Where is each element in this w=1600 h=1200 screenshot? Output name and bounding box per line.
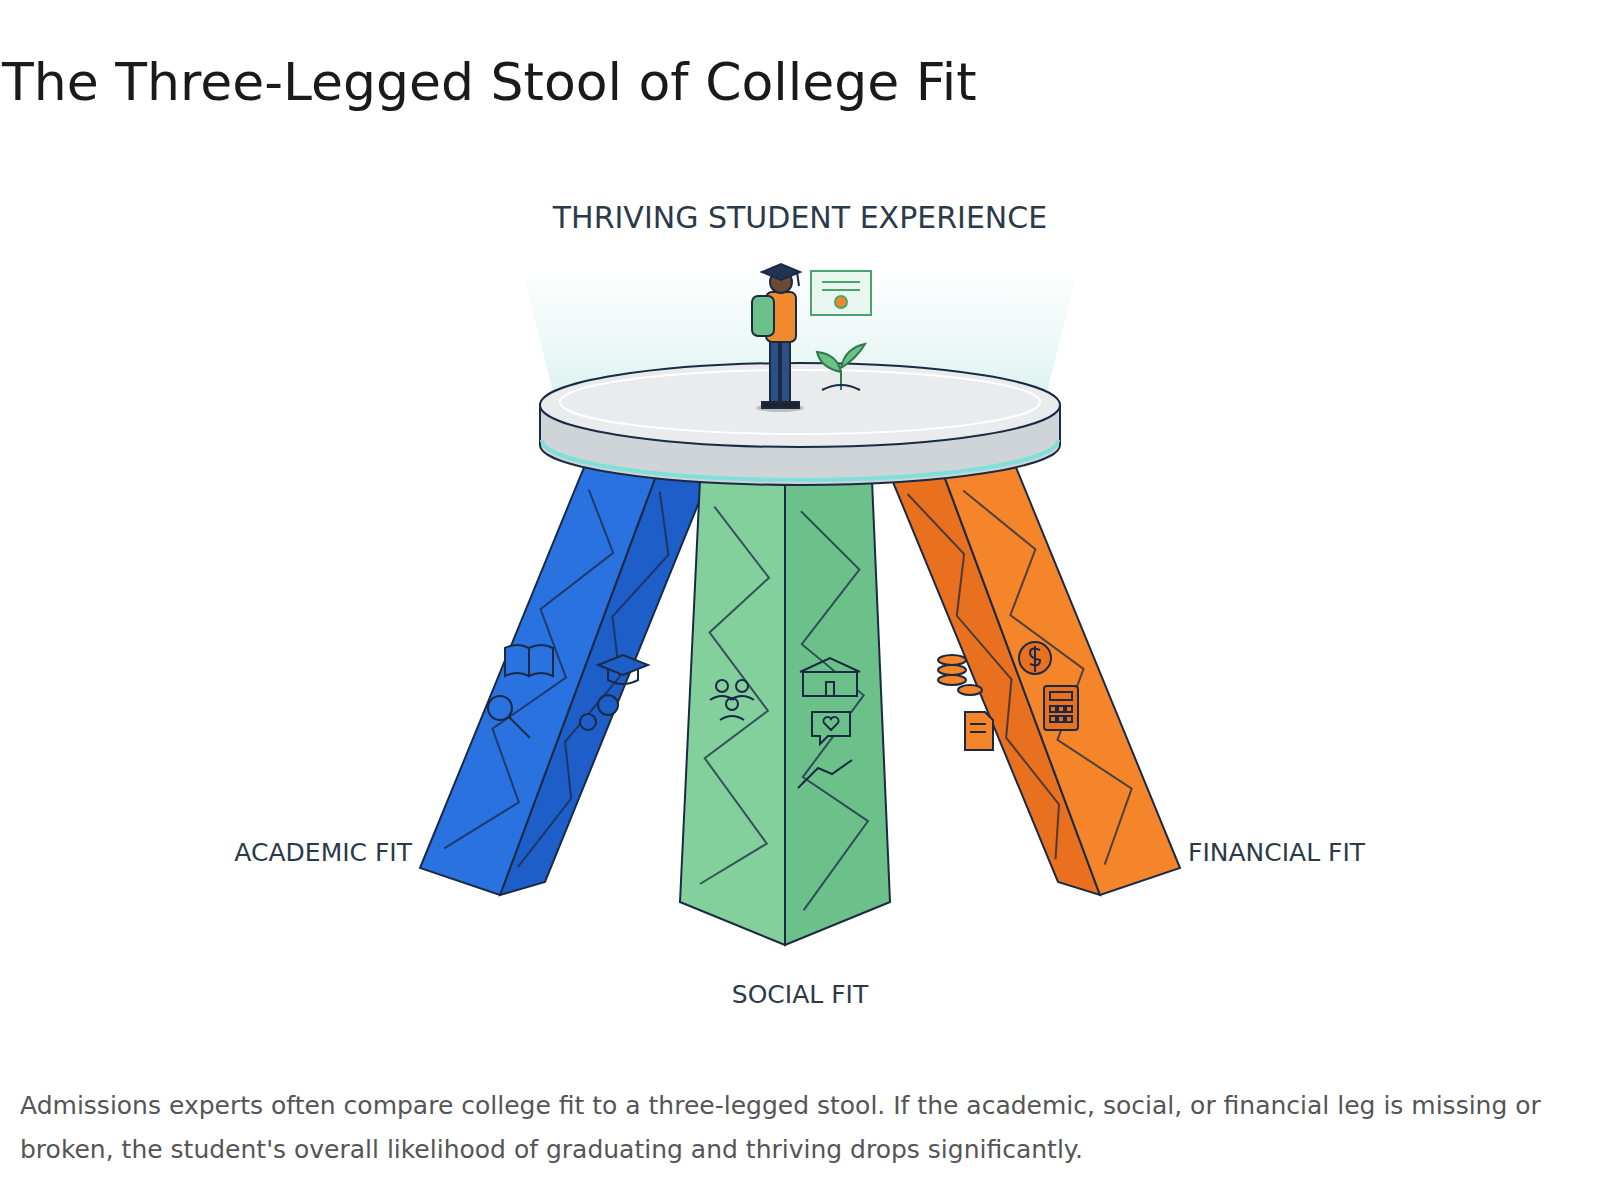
truss-line (801, 511, 868, 910)
leg-label: SOCIAL FIT (732, 980, 868, 1009)
leg-label: ACADEMIC FIT (234, 838, 412, 867)
leg-label: FINANCIAL FIT (1188, 838, 1365, 867)
leg-icons (488, 642, 1078, 788)
diagram-title: The Three-Legged Stool of College Fit (2, 52, 977, 112)
truss-line (444, 490, 613, 849)
caption: Admissions experts often compare college… (20, 1084, 1580, 1172)
truss-bracing (444, 490, 1131, 911)
student-figure (752, 264, 871, 412)
stool-legs (420, 465, 1180, 945)
stool-seat (540, 363, 1060, 485)
truss-line (700, 507, 769, 884)
leg-label: THRIVING STUDENT EXPERIENCE (553, 200, 1047, 235)
truss-line (963, 491, 1131, 865)
truss-line (518, 492, 669, 868)
